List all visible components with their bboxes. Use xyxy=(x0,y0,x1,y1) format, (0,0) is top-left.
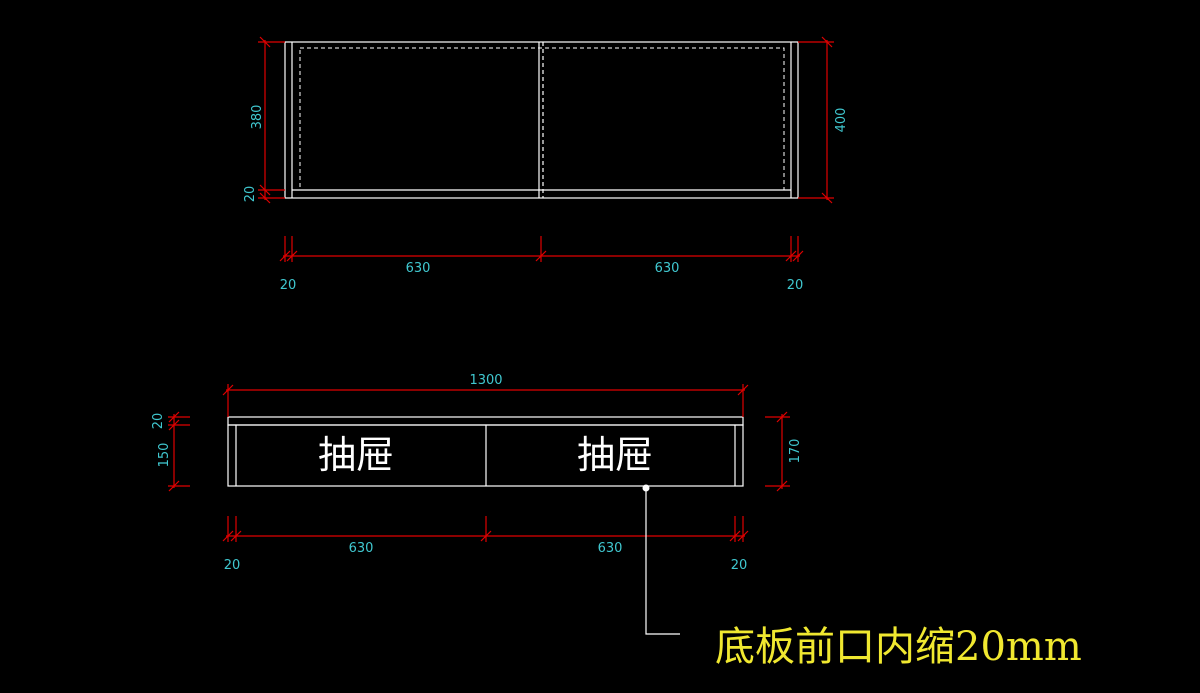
top-view-dimension-lines xyxy=(258,36,834,262)
dim-top-end-left: 20 xyxy=(280,278,297,293)
dim-top-left-height: 380 xyxy=(250,105,265,130)
annotation-leader xyxy=(642,484,680,635)
dim-front-end-left: 20 xyxy=(224,558,241,573)
front-view-top-board xyxy=(227,416,744,426)
drawer-left-label: 抽屉 xyxy=(318,433,394,477)
dim-top-span-right: 630 xyxy=(655,261,680,276)
front-view xyxy=(227,416,744,487)
dim-front-top-board: 20 xyxy=(151,413,166,430)
dim-front-span-left: 630 xyxy=(349,541,374,556)
dim-front-overall-width: 1300 xyxy=(469,373,502,388)
leader-line xyxy=(645,488,680,635)
dim-front-right-height: 170 xyxy=(788,439,803,464)
annotation-note: 底板前口内缩20mm xyxy=(715,624,1082,670)
dim-front-end-right: 20 xyxy=(731,558,748,573)
drawer-right-label: 抽屉 xyxy=(577,433,653,477)
dim-top-left-base: 20 xyxy=(243,186,258,203)
top-view-outline xyxy=(284,41,799,199)
top-view xyxy=(284,41,799,199)
dim-top-right-height: 400 xyxy=(834,108,849,133)
dim-front-drawer-height: 150 xyxy=(157,443,172,468)
front-view-dimension-lines xyxy=(168,384,790,542)
dim-top-end-right: 20 xyxy=(787,278,804,293)
dim-front-span-right: 630 xyxy=(598,541,623,556)
top-view-hidden-drawer-outline xyxy=(299,47,785,191)
dim-top-span-left: 630 xyxy=(406,261,431,276)
